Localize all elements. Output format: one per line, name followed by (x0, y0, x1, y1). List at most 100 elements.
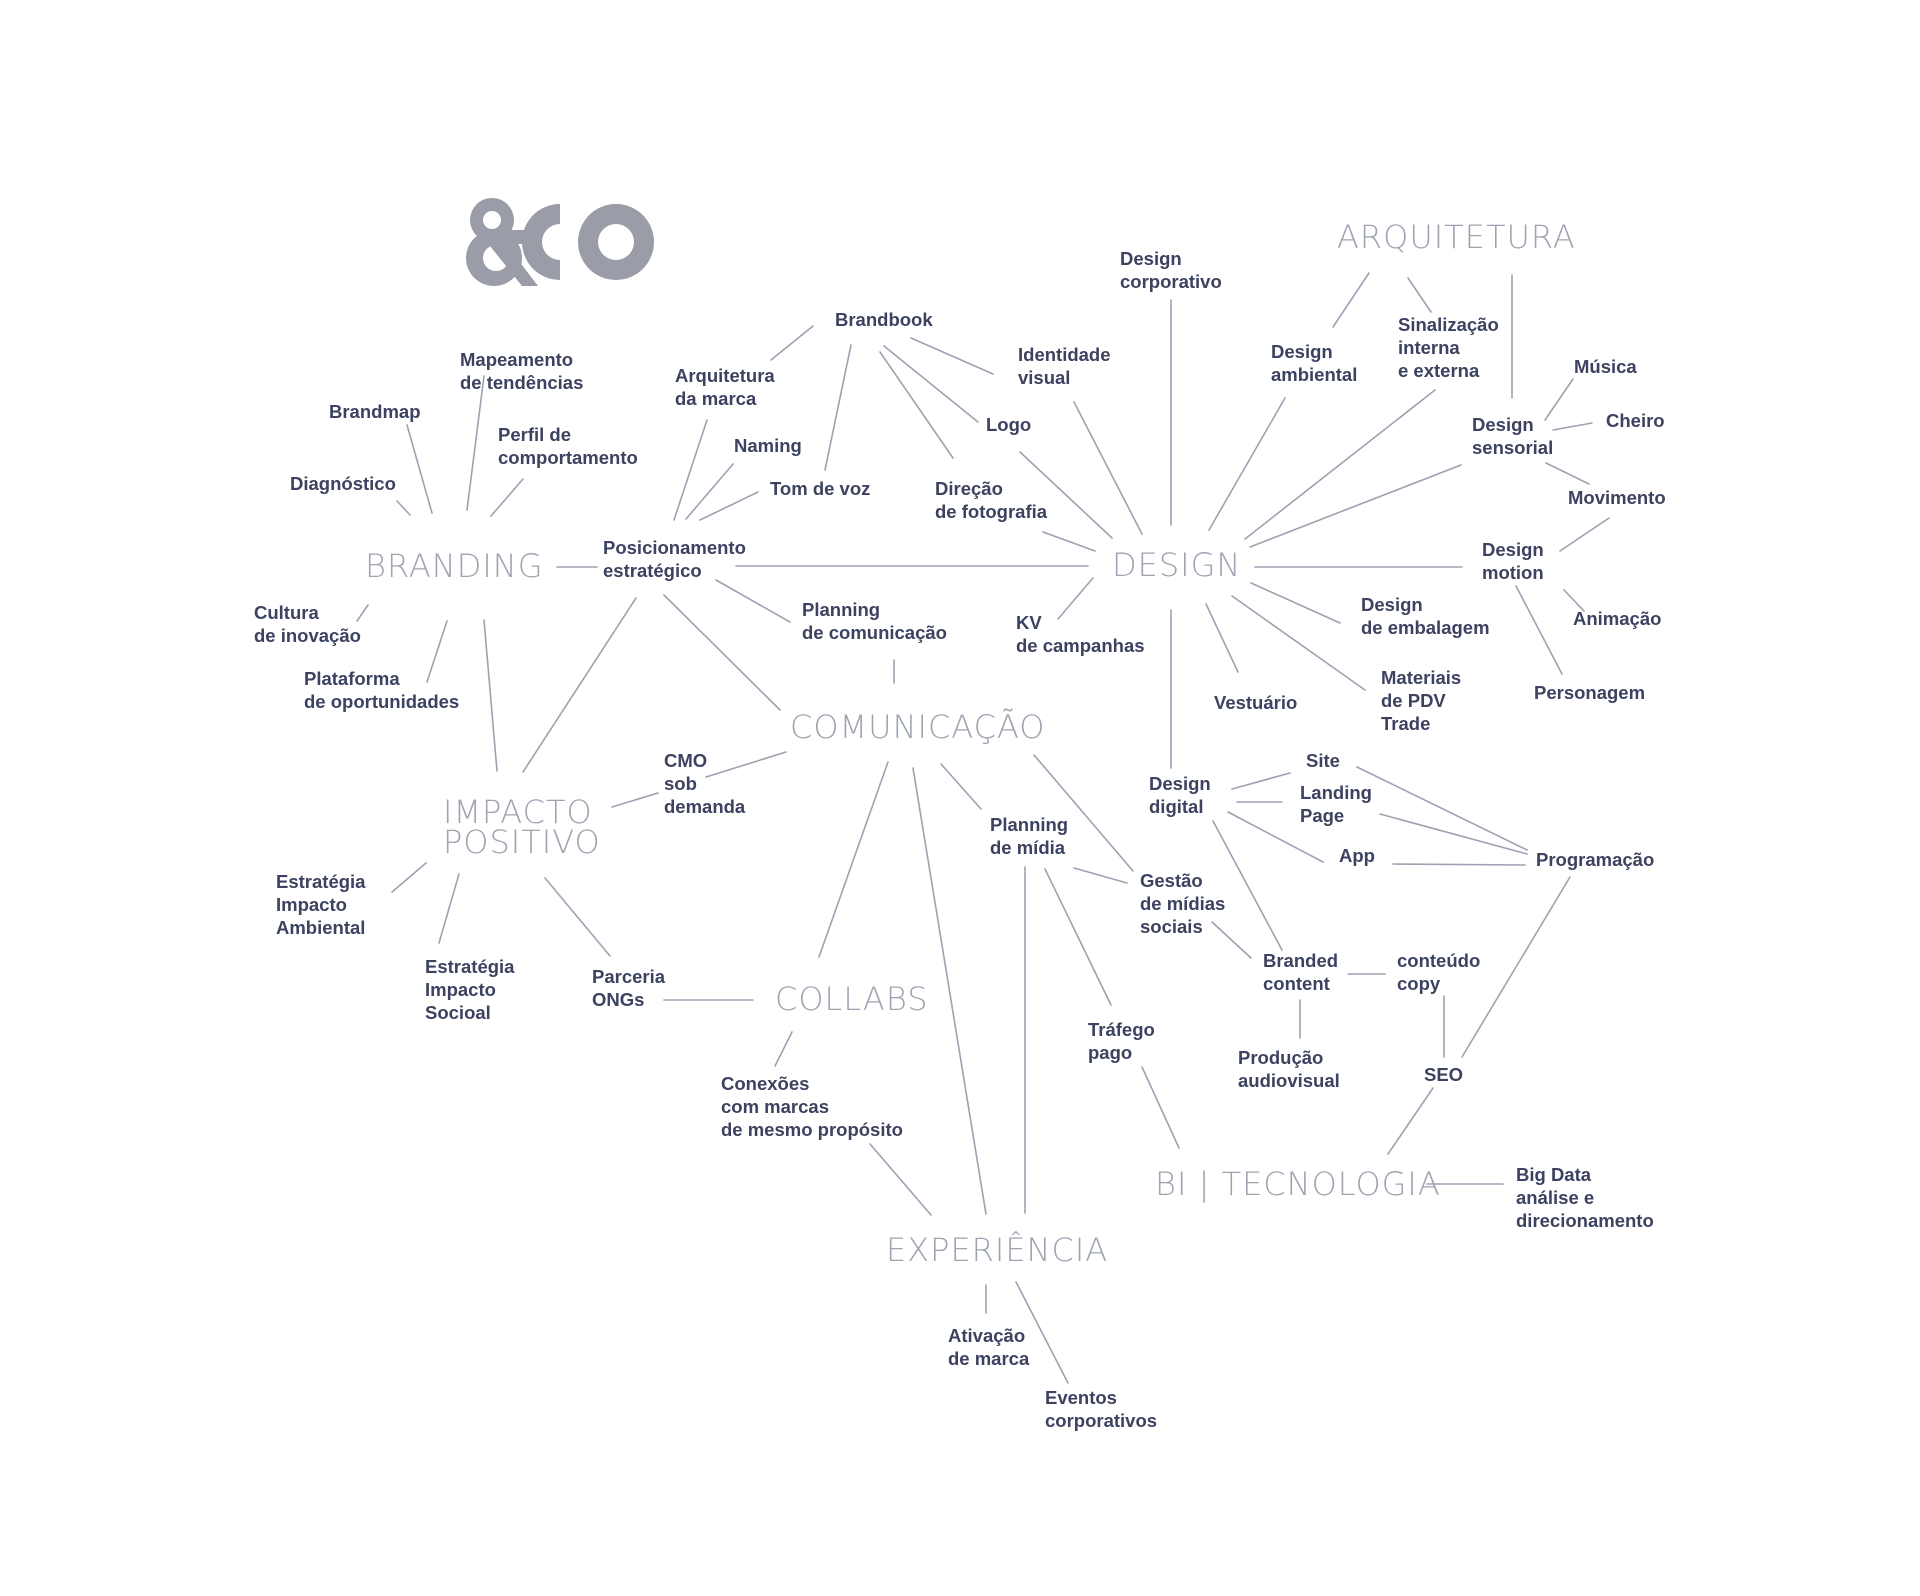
leaf-ativacao-marca[interactable]: Ativação de marca (948, 1325, 1030, 1369)
leaf-identidade-visual[interactable]: Identidade visual (1018, 344, 1111, 388)
connector (1042, 531, 1096, 552)
connector (912, 767, 987, 1215)
leaf-conteudo-copy[interactable]: conteúdo copy (1397, 950, 1481, 994)
leaf-seo[interactable]: SEO (1424, 1064, 1464, 1085)
connector (438, 873, 460, 944)
leaf-tom-de-voz[interactable]: Tom de voz (770, 478, 871, 499)
connector (1211, 921, 1252, 959)
connector (483, 619, 498, 772)
leaf-musica[interactable]: Música (1574, 356, 1637, 377)
leaf-site[interactable]: Site (1306, 750, 1340, 771)
leaf-personagem[interactable]: Personagem (1534, 682, 1646, 703)
leaf-brandmap[interactable]: Brandmap (329, 401, 421, 422)
hub-arquitetura[interactable]: ARQUITETURA (1337, 218, 1576, 256)
connector (396, 500, 411, 516)
leaf-vestuario[interactable]: Vestuário (1214, 692, 1298, 713)
connector (1212, 820, 1283, 951)
connector (1044, 868, 1112, 1006)
connector (673, 419, 708, 521)
connector (910, 337, 994, 375)
leaf-branded-content[interactable]: Branded content (1263, 950, 1339, 994)
leaf-planning-comunicacao[interactable]: Planning de comunicação (802, 599, 947, 643)
connector (883, 345, 979, 423)
leaf-parceria-ongs[interactable]: Parceria ONGs (592, 966, 666, 1010)
connector (1057, 577, 1094, 620)
hub-bi-tecnologia[interactable]: BI | TECNOLOGIA (1155, 1165, 1441, 1203)
leaf-arquitetura-marca[interactable]: Arquitetura da marca (675, 365, 775, 409)
leaf-brandbook[interactable]: Brandbook (835, 309, 933, 330)
connector (490, 478, 524, 517)
connector (1250, 582, 1341, 624)
leaf-estrategia-ambiental[interactable]: Estratégia Impacto Ambiental (276, 871, 366, 938)
connector (1461, 876, 1571, 1058)
leaf-design-corporativo[interactable]: Design corporativo (1120, 248, 1222, 292)
leaf-design-ambiental[interactable]: Design ambiental (1271, 341, 1358, 385)
connector (1544, 378, 1574, 421)
leaf-sinalizacao[interactable]: Sinalização interna e externa (1398, 314, 1499, 381)
leaf-estrategia-social[interactable]: Estratégia Impacto Socioal (425, 956, 515, 1023)
connector (1205, 603, 1239, 673)
leaf-design-digital[interactable]: Design digital (1149, 773, 1211, 817)
connector (1019, 451, 1113, 539)
connector (1332, 272, 1370, 328)
hub-collabs[interactable]: COLLABS (775, 980, 929, 1018)
connector (1244, 389, 1436, 540)
connector (1033, 754, 1134, 872)
leaf-kv-campanhas[interactable]: KV de campanhas (1016, 612, 1145, 656)
leaf-design-motion[interactable]: Design motion (1482, 539, 1544, 583)
hub-comunicacao[interactable]: COMUNICAÇÃO (790, 708, 1046, 746)
leaf-cheiro[interactable]: Cheiro (1606, 410, 1665, 431)
leaf-trafego-pago[interactable]: Tráfego pago (1088, 1019, 1155, 1063)
connector (1073, 867, 1128, 884)
connector (1356, 766, 1528, 851)
leaf-big-data[interactable]: Big Data análise e direcionamento (1516, 1164, 1654, 1231)
leaf-programacao[interactable]: Programação (1536, 849, 1655, 870)
leaf-movimento[interactable]: Movimento (1568, 487, 1666, 508)
hub-design[interactable]: DESIGN (1112, 546, 1242, 584)
connector (824, 344, 852, 471)
connector (818, 761, 889, 958)
leaf-landing-page[interactable]: Landing Page (1300, 782, 1372, 826)
leaf-mapeamento[interactable]: Mapeamento de tendências (460, 349, 584, 393)
leaf-perfil[interactable]: Perfil de comportamento (498, 424, 638, 468)
connector (705, 751, 787, 778)
connector (544, 877, 611, 957)
connector (406, 424, 433, 514)
leaf-conexoes[interactable]: Conexões com marcas de mesmo propósito (721, 1073, 903, 1140)
connector (1015, 1281, 1069, 1384)
connector (1515, 585, 1563, 675)
connector (1141, 1066, 1180, 1149)
leaf-animacao[interactable]: Animação (1573, 608, 1662, 629)
leaf-cultura[interactable]: Cultura de inovação (254, 602, 361, 646)
leaf-cmo-sob-demanda[interactable]: CMO sob demanda (664, 750, 746, 817)
connector (1387, 1087, 1434, 1155)
connector (774, 1031, 793, 1067)
leaf-direcao-fotografia[interactable]: Direção de fotografia (935, 478, 1048, 522)
leaf-design-embalagem[interactable]: Design de embalagem (1361, 594, 1490, 638)
connector (1249, 464, 1462, 548)
leaf-app[interactable]: App (1339, 845, 1375, 866)
hub-experiencia[interactable]: EXPERIÊNCIA (886, 1231, 1109, 1269)
connector (663, 594, 781, 711)
leaf-design-sensorial[interactable]: Design sensorial (1472, 414, 1554, 458)
connector (770, 325, 814, 361)
leaf-planning-midia[interactable]: Planning de mídia (990, 814, 1069, 858)
connector (1208, 397, 1286, 531)
leaf-eventos-corporativos[interactable]: Eventos corporativos (1045, 1387, 1158, 1431)
leaf-gestao-midias[interactable]: Gestão de mídias sociais (1140, 870, 1226, 937)
leaf-materiais-pdv[interactable]: Materiais de PDV Trade (1381, 667, 1462, 734)
connector (869, 1143, 932, 1216)
leaf-logo[interactable]: Logo (986, 414, 1032, 435)
leaf-naming[interactable]: Naming (734, 435, 802, 456)
leaf-diagnostico[interactable]: Diagnóstico (290, 473, 396, 494)
leaf-producao-audiovisual[interactable]: Produção audiovisual (1238, 1047, 1340, 1091)
connector (1407, 277, 1432, 313)
leaf-plataforma[interactable]: Plataforma de oportunidades (304, 668, 460, 712)
hub-branding[interactable]: BRANDING (365, 547, 544, 585)
connector (879, 351, 954, 459)
connector (1231, 772, 1291, 790)
connector (356, 604, 369, 622)
hub-impacto-positivo[interactable]: IMPACTO POSITIVO (443, 793, 601, 861)
leaf-posicionamento[interactable]: Posicionamento estratégico (603, 537, 746, 581)
